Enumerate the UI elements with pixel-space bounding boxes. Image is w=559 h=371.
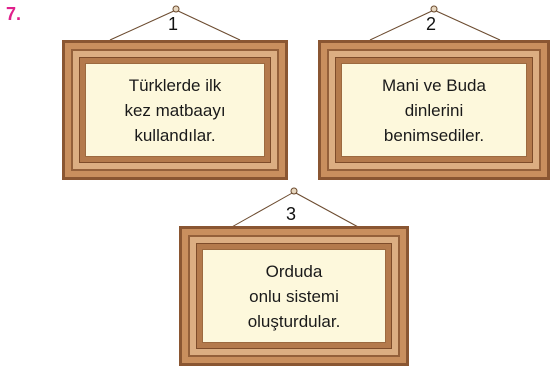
picture-frame-3: Orduda onlu sistemi oluşturdular.	[179, 226, 409, 366]
frame-number-3: 3	[286, 204, 297, 224]
nail-icon-1	[172, 5, 180, 13]
frame-canvas-1: Türklerde ilk kez matbaayı kullandılar.	[85, 63, 265, 157]
frame-text-2: Mani ve Buda dinlerini benimsediler.	[382, 75, 486, 145]
frame-text-1: Türklerde ilk kez matbaayı kullandılar.	[124, 75, 226, 145]
nail-icon-3	[290, 187, 298, 195]
string-right-1	[175, 9, 241, 41]
string-left-3	[229, 191, 295, 229]
question-number: 7.	[6, 4, 22, 24]
string-left-2	[369, 9, 435, 41]
picture-frame-2: Mani ve Buda dinlerini benimsediler.	[318, 40, 550, 180]
picture-frame-1: Türklerde ilk kez matbaayı kullandılar.	[62, 40, 288, 180]
string-right-2	[433, 9, 501, 41]
frame-text-3: Orduda onlu sistemi oluşturdular.	[247, 261, 341, 331]
frame-number-2: 2	[426, 14, 437, 34]
nail-icon-2	[430, 5, 438, 13]
frame-number-1: 1	[168, 14, 179, 34]
frame-canvas-3: Orduda onlu sistemi oluşturdular.	[202, 249, 386, 343]
string-left-1	[109, 9, 177, 41]
frame-canvas-2: Mani ve Buda dinlerini benimsediler.	[341, 63, 527, 157]
string-right-3	[293, 191, 361, 229]
